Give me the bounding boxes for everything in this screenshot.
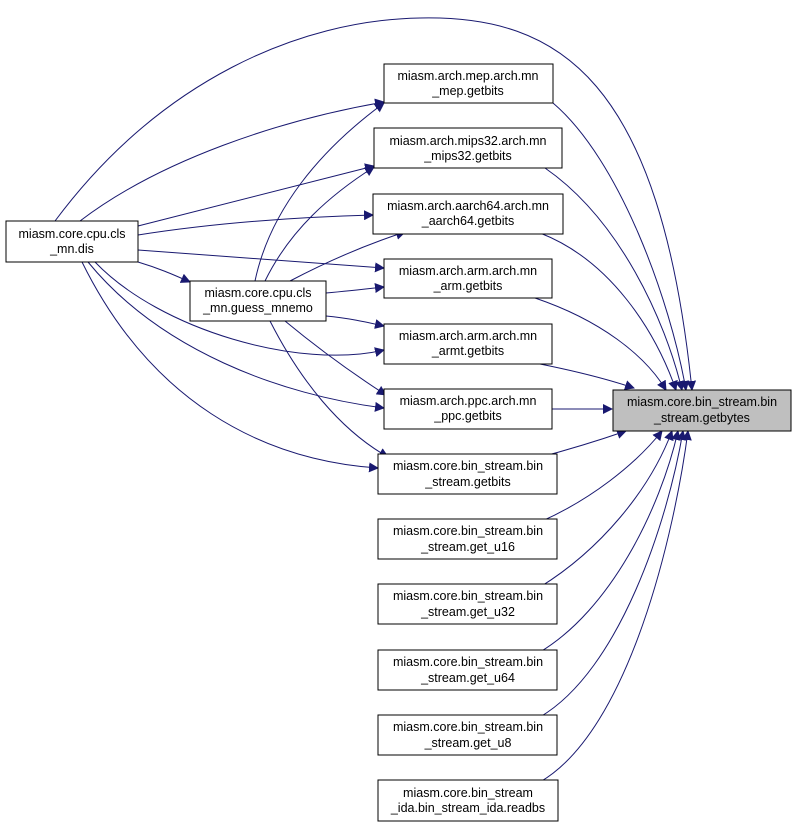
edge-guess-mnemo-to-armt-getbits (325, 315, 385, 329)
node-label-line2: _stream.get_u64 (420, 671, 515, 685)
edge-dis-to-arm-getbits (137, 249, 385, 273)
node-mn-arm-getbits[interactable]: miasm.arch.arm.arch.mn _arm.getbits (383, 258, 553, 299)
edge-aarch64-getbits-to-getbytes (539, 232, 678, 391)
node-label-line1: miasm.core.bin_stream.bin (393, 655, 543, 669)
edge-guess-mnemo-to-arm-getbits (325, 283, 385, 294)
edge-dis-to-mep-getbits (79, 98, 385, 222)
node-label-line2: _stream.getbits (424, 475, 510, 489)
edge-guess-mnemo-to-bs-getbits (269, 320, 389, 458)
edge-mep-getbits-to-getbytes (552, 102, 690, 391)
node-label-line2: _stream.get_u8 (424, 736, 512, 750)
node-mn-mips32-getbits[interactable]: miasm.arch.mips32.arch.mn _mips32.getbit… (373, 127, 563, 169)
node-label-line2: _stream.get_u16 (420, 540, 515, 554)
node-bin-stream-getbytes[interactable]: miasm.core.bin_stream.bin _stream.getbyt… (612, 389, 792, 432)
node-label-line2: _ppc.getbits (433, 409, 501, 423)
node-bin-stream-get-u16[interactable]: miasm.core.bin_stream.bin _stream.get_u1… (377, 518, 558, 560)
edge-get-u64-to-getbytes (539, 430, 681, 653)
edge-get-u8-to-getbytes (539, 430, 687, 718)
edges (54, 17, 697, 783)
node-label-line1: miasm.arch.aarch64.arch.mn (387, 199, 549, 213)
node-label-line2: _mep.getbits (431, 84, 504, 98)
edge-guess-mnemo-to-ppc-getbits (284, 320, 387, 396)
node-label-line1: miasm.arch.ppc.arch.mn (400, 394, 537, 408)
edge-dis-to-armt-getbits (94, 261, 385, 357)
node-bin-stream-getbits[interactable]: miasm.core.bin_stream.bin _stream.getbit… (377, 453, 558, 495)
node-bin-stream-get-u64[interactable]: miasm.core.bin_stream.bin _stream.get_u6… (377, 649, 558, 691)
edge-get-u16-to-getbytes (539, 430, 663, 523)
node-label-line1: miasm.arch.arm.arch.mn (399, 264, 537, 278)
edge-dis-to-mips32-getbits (137, 163, 375, 227)
node-label-line2: _mn.guess_mnemo (202, 301, 313, 315)
node-label-line1: miasm.core.bin_stream (403, 786, 533, 800)
node-label-line1: miasm.core.cpu.cls (19, 227, 126, 241)
node-bin-stream-get-u8[interactable]: miasm.core.bin_stream.bin _stream.get_u8 (377, 714, 558, 756)
node-label-line1: miasm.core.bin_stream.bin (393, 524, 543, 538)
node-mn-mep-getbits[interactable]: miasm.arch.mep.arch.mn _mep.getbits (383, 63, 554, 104)
node-label-line2: _arm.getbits (433, 279, 503, 293)
edge-get-u32-to-getbytes (539, 430, 674, 588)
node-mn-aarch64-getbits[interactable]: miasm.arch.aarch64.arch.mn _aarch64.getb… (372, 193, 564, 235)
node-bin-stream-get-u32[interactable]: miasm.core.bin_stream.bin _stream.get_u3… (377, 583, 558, 625)
edge-arm-getbits-to-getbytes (534, 297, 667, 391)
edge-dis-to-guess-mnemo (137, 261, 191, 283)
node-label-line1: miasm.arch.arm.arch.mn (399, 329, 537, 343)
node-label-line1: miasm.core.bin_stream.bin (627, 395, 777, 409)
node-cls-mn-guess-mnemo[interactable]: miasm.core.cpu.cls _mn.guess_mnemo (189, 280, 327, 322)
node-label-line2: _armt.getbits (431, 344, 504, 358)
node-label-line2: _mn.dis (49, 242, 94, 256)
edge-guess-mnemo-to-mep-getbits (254, 102, 385, 282)
edge-mips32-getbits-to-getbytes (544, 167, 685, 391)
edge-readbs-to-getbytes (539, 430, 692, 783)
edge-guess-mnemo-to-aarch64-getbits (289, 230, 406, 282)
node-label-line1: miasm.core.cpu.cls (205, 286, 312, 300)
edge-dis-to-ppc-getbits (87, 261, 385, 412)
node-label-line1: miasm.arch.mep.arch.mn (397, 69, 538, 83)
node-label-line1: miasm.core.bin_stream.bin (393, 459, 543, 473)
node-label-line2: _mips32.getbits (423, 149, 512, 163)
edge-dis-to-getbytes (54, 17, 697, 391)
node-mn-armt-getbits[interactable]: miasm.arch.arm.arch.mn _armt.getbits (383, 323, 553, 365)
node-bin-stream-ida-readbs[interactable]: miasm.core.bin_stream _ida.bin_stream_id… (377, 779, 559, 822)
node-label-line2: _stream.getbytes (653, 411, 750, 425)
node-mn-ppc-getbits[interactable]: miasm.arch.ppc.arch.mn _ppc.getbits (383, 388, 553, 430)
node-label-line2: _stream.get_u32 (420, 605, 515, 619)
node-label-line2: _ida.bin_stream_ida.readbs (390, 801, 545, 815)
node-label-line2: _aarch64.getbits (421, 214, 514, 228)
node-label-line1: miasm.arch.mips32.arch.mn (390, 134, 547, 148)
edge-armt-getbits-to-getbytes (539, 363, 635, 390)
edge-dis-to-aarch64-getbits (137, 210, 374, 236)
edge-guess-mnemo-to-mips32-getbits (264, 166, 375, 282)
node-label-line1: miasm.core.bin_stream.bin (393, 589, 543, 603)
node-cls-mn-dis[interactable]: miasm.core.cpu.cls _mn.dis (5, 220, 139, 263)
node-label-line1: miasm.core.bin_stream.bin (393, 720, 543, 734)
edge-dis-to-bs-getbits (81, 261, 379, 473)
